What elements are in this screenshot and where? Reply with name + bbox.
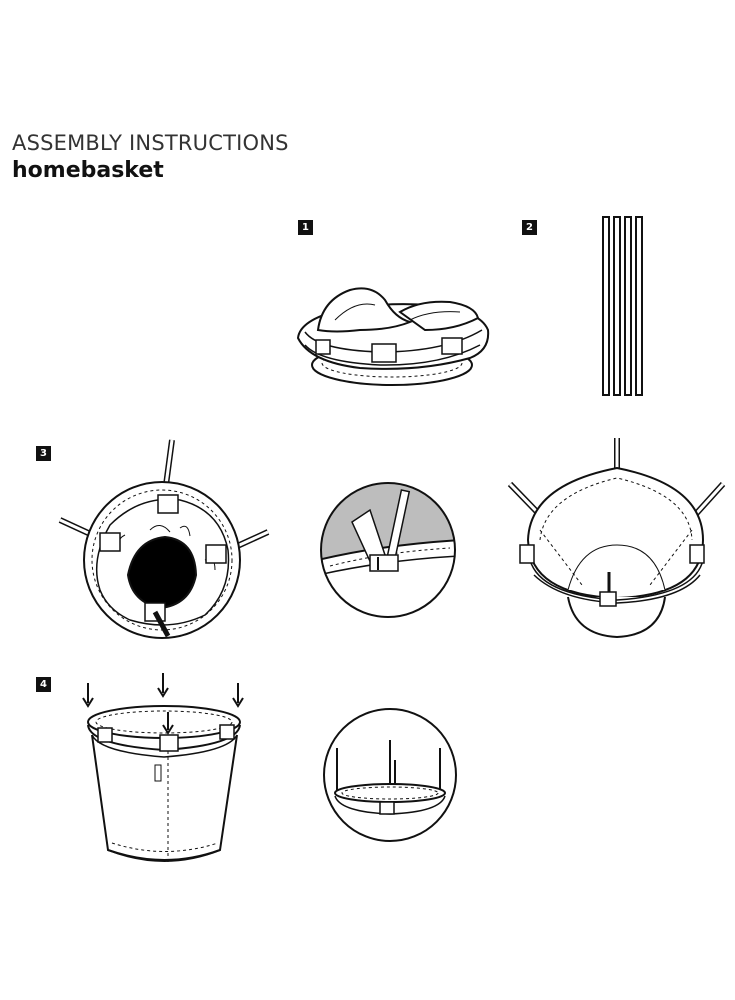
step-badge-3: 3 [36,446,51,461]
side-view-poles-illustration [507,438,726,639]
press-down-arrows [82,673,244,735]
step-badge-1: 1 [298,220,313,235]
support-poles-illustration [602,216,643,396]
rim-poles-detail-illustration [323,708,457,842]
step-badge-4: 4 [36,677,51,692]
pole-pocket-detail-illustration [320,482,456,618]
step-badge-2: 2 [522,220,537,235]
top-view-pole-insertion-illustration [58,439,270,639]
page-title: ASSEMBLY INSTRUCTIONS [12,131,289,155]
collapsed-basket-illustration [296,287,490,386]
product-name: homebasket [12,158,164,183]
assembled-basket-illustration [82,673,244,862]
